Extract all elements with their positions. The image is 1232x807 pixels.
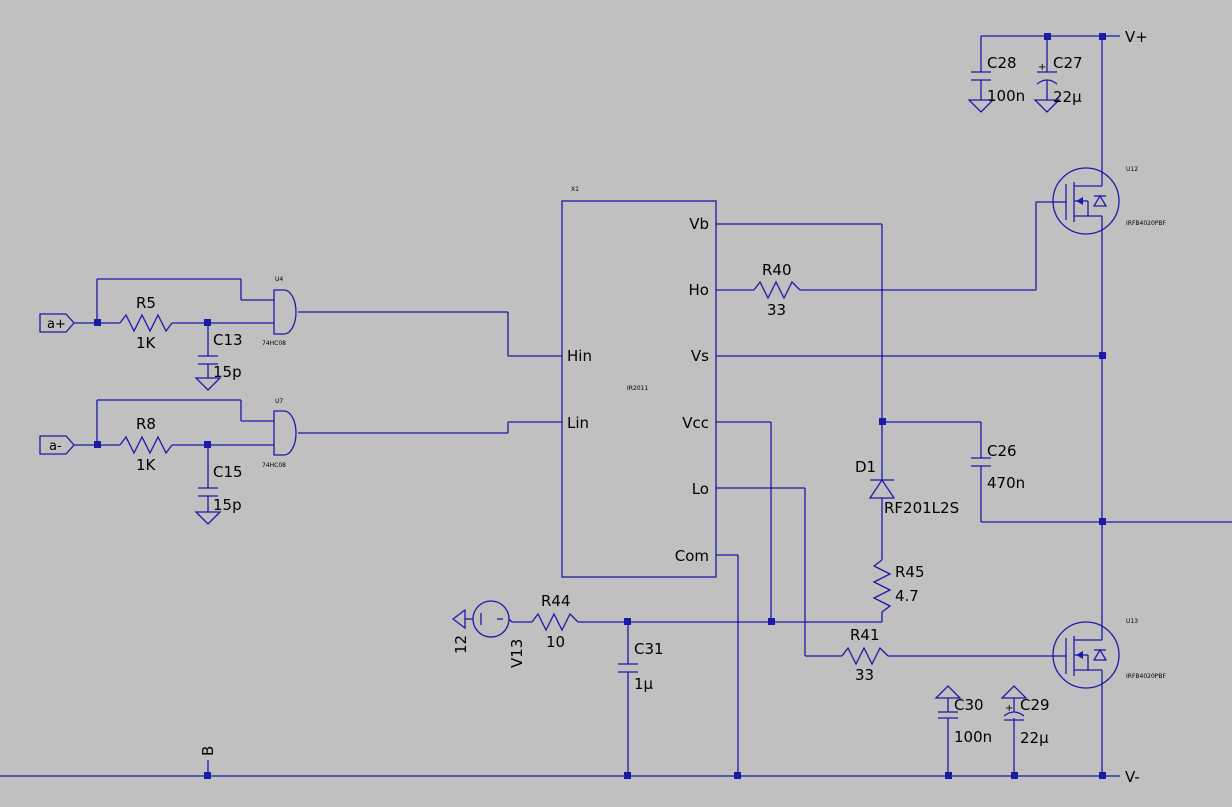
- r41-value: 33: [855, 666, 874, 684]
- resistor-r45[interactable]: R45 4.7: [872, 559, 925, 613]
- c31-value: 1µ: [634, 675, 654, 693]
- gate-u4-part: 74HC08: [262, 340, 286, 347]
- capacitor-c30[interactable]: C30 100n: [934, 685, 992, 746]
- c15-ref: C15: [213, 463, 243, 481]
- gate-u7[interactable]: U7 74HC08: [262, 398, 297, 469]
- c26-value: 470n: [987, 474, 1025, 492]
- r5-ref: R5: [136, 294, 156, 312]
- ic-ref: X1: [571, 186, 579, 193]
- c29-value: 22µ: [1020, 729, 1049, 747]
- v13-ref: V13: [508, 639, 526, 668]
- mosfet-u12[interactable]: U12 IRFB4020PBF: [1052, 166, 1167, 235]
- port-a-plus-label: a+: [47, 317, 66, 332]
- resistor-r40[interactable]: R40 33: [753, 261, 801, 319]
- c27-ref: C27: [1053, 54, 1083, 72]
- r40-value: 33: [767, 301, 786, 319]
- u12-part: IRFB4020PBF: [1126, 220, 1167, 227]
- r45-ref: R45: [895, 563, 925, 581]
- r44-value: 10: [546, 633, 565, 651]
- pin-vcc: Vcc: [682, 414, 709, 432]
- resistor-r44[interactable]: R44 10: [531, 592, 579, 651]
- pin-vb: Vb: [689, 215, 709, 233]
- net-v-plus: V+: [1125, 28, 1148, 46]
- gate-u4-ref: U4: [275, 276, 283, 283]
- port-a-minus[interactable]: a-: [39, 435, 75, 455]
- r5-value: 1K: [136, 334, 157, 352]
- u13-ref: U13: [1126, 618, 1138, 625]
- pin-com: Com: [675, 547, 709, 565]
- gate-u4[interactable]: U4 74HC08: [262, 276, 297, 347]
- svg-text:+: +: [1005, 703, 1013, 714]
- r44-ref: R44: [541, 592, 571, 610]
- mosfet-u13[interactable]: U13 IRFB4020PBF: [1052, 618, 1167, 689]
- u12-ref: U12: [1126, 166, 1138, 173]
- capacitor-c28[interactable]: C28 100n: [967, 54, 1025, 113]
- capacitor-c26[interactable]: C26 470n: [971, 442, 1025, 492]
- r40-ref: R40: [762, 261, 792, 279]
- r41-ref: R41: [850, 626, 880, 644]
- resistor-r8[interactable]: R8 1K: [119, 415, 173, 474]
- c30-ref: C30: [954, 696, 984, 714]
- c27-value: 22µ: [1053, 88, 1082, 106]
- c28-value: 100n: [987, 87, 1025, 105]
- c30-value: 100n: [954, 728, 992, 746]
- c28-ref: C28: [987, 54, 1017, 72]
- capacitor-c31[interactable]: C31 1µ: [618, 640, 664, 693]
- capacitor-c13[interactable]: C13 15p: [198, 331, 243, 381]
- r45-value: 4.7: [895, 587, 919, 605]
- r8-value: 1K: [136, 456, 157, 474]
- pin-lo: Lo: [692, 480, 709, 498]
- ic-x1[interactable]: X1 IR2011 Vb Ho Vs Vcc Lo Com Hin Lin: [561, 186, 717, 578]
- d1-part: RF201L2S: [884, 499, 959, 517]
- pin-lin: Lin: [567, 414, 589, 432]
- ground-c13: [194, 377, 222, 391]
- gate-u7-part: 74HC08: [262, 462, 286, 469]
- r8-ref: R8: [136, 415, 156, 433]
- pin-vs: Vs: [691, 347, 709, 365]
- capacitor-c15[interactable]: C15 15p: [198, 463, 243, 514]
- ground-c15: [194, 511, 222, 525]
- resistor-r41[interactable]: R41 33: [841, 626, 889, 684]
- net-b: B: [199, 746, 217, 756]
- port-a-plus[interactable]: a+: [39, 313, 75, 333]
- ic-part: IR2011: [627, 385, 648, 392]
- diode-d1[interactable]: D1 RF201L2S: [855, 458, 959, 517]
- v13-value: 12: [452, 635, 470, 654]
- pin-hin: Hin: [567, 347, 592, 365]
- net-v-minus: V-: [1125, 768, 1140, 786]
- c31-ref: C31: [634, 640, 664, 658]
- resistor-r5[interactable]: R5 1K: [119, 294, 173, 352]
- junctions: [94, 33, 1106, 779]
- c29-ref: C29: [1020, 696, 1050, 714]
- wires: [0, 35, 1232, 777]
- c26-ref: C26: [987, 442, 1017, 460]
- d1-ref: D1: [855, 458, 876, 476]
- c13-value: 15p: [213, 363, 242, 381]
- pin-ho: Ho: [689, 281, 709, 299]
- port-a-minus-label: a-: [49, 439, 62, 454]
- gate-u7-ref: U7: [275, 398, 283, 405]
- c15-value: 15p: [213, 496, 242, 514]
- u13-part: IRFB4020PBF: [1126, 673, 1167, 680]
- svg-text:+: +: [1038, 62, 1046, 73]
- capacitor-c29[interactable]: + C29 22µ: [1000, 685, 1050, 747]
- c13-ref: C13: [213, 331, 243, 349]
- source-v13[interactable]: 12 V13: [451, 600, 526, 668]
- capacitor-c27[interactable]: + C27 22µ: [1033, 54, 1083, 113]
